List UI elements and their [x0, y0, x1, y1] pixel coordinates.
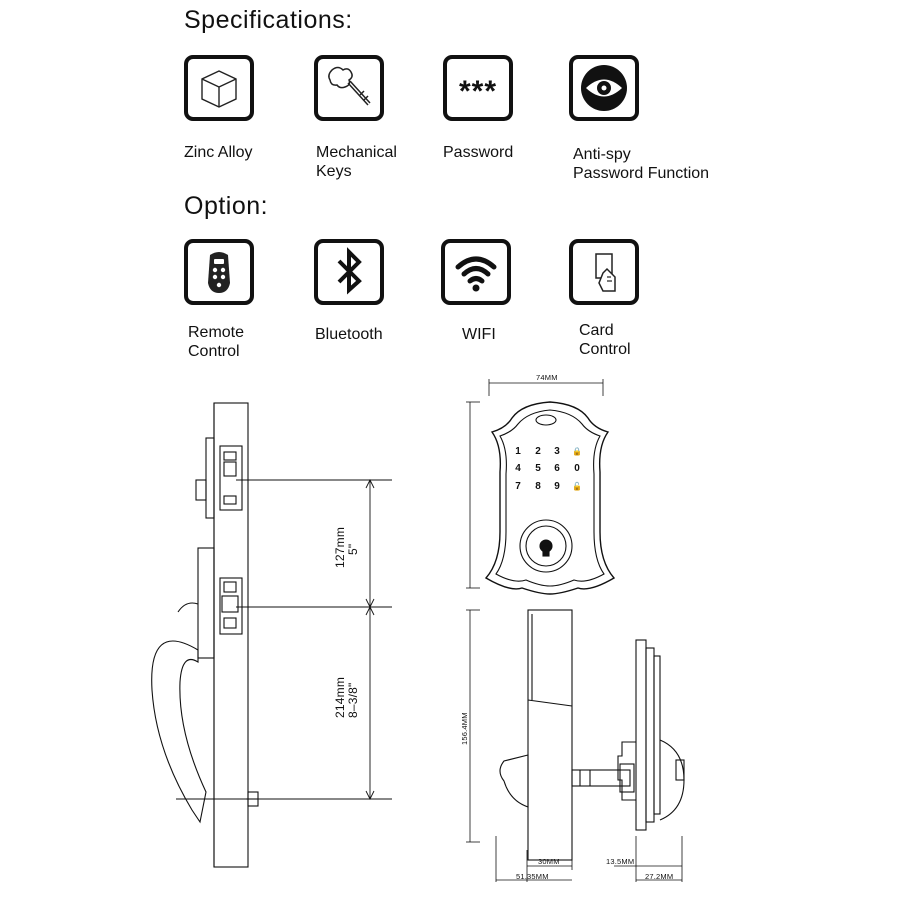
- option-label-bluetooth: Bluetooth: [315, 326, 383, 343]
- keypad-key: 9: [554, 481, 560, 492]
- dim-8-3-8-inch: 8–3/8": [346, 682, 360, 719]
- keypad-key: 3: [554, 446, 560, 457]
- keypad-key: 6: [554, 463, 560, 474]
- spec-label-mechanical-keys: Mechanical Keys: [316, 144, 397, 180]
- remote-icon: [208, 252, 230, 293]
- keypad-key: 5: [535, 463, 541, 474]
- bluetooth-icon: [337, 247, 362, 295]
- dim-30mm: 30MM: [538, 857, 560, 866]
- keypad-key: 4: [515, 463, 521, 474]
- specifications-heading: Specifications:: [184, 6, 353, 34]
- spec-label-password: Password: [443, 144, 514, 161]
- lock-front-view: [484, 401, 616, 595]
- keypad-key: 8: [535, 481, 541, 492]
- option-card-control: [569, 239, 639, 305]
- option-bluetooth: [314, 239, 384, 305]
- dim-127mm: 127mm: [333, 526, 347, 568]
- dim-156-4mm: 156.4MM: [460, 712, 469, 745]
- option-label-wifi: WIFI: [462, 326, 496, 343]
- option-heading: Option:: [184, 192, 269, 220]
- cube-icon: [201, 70, 237, 108]
- spec-mechanical-keys: [314, 55, 384, 121]
- wifi-icon: [455, 256, 497, 292]
- card-icon: [595, 253, 616, 292]
- spec-zinc-alloy: [184, 55, 254, 121]
- spec-anti-spy: [569, 55, 639, 121]
- dim-74mm: 74MM: [536, 373, 558, 382]
- keypad-key: 🔓: [572, 481, 582, 491]
- spec-label-anti-spy: Anti-spy Password Function: [573, 146, 710, 182]
- dim-27-2mm: 27.2MM: [645, 872, 674, 881]
- option-wifi: [441, 239, 511, 305]
- spec-password: ***: [443, 55, 513, 121]
- eye-icon: [581, 65, 627, 111]
- dim-51-35mm: 51.35MM: [516, 872, 549, 881]
- keypad-key: 2: [535, 446, 541, 457]
- spec-label-zinc-alloy: Zinc Alloy: [184, 144, 253, 161]
- key-icon: [328, 66, 371, 106]
- dim-13-5mm: 13.5MM: [606, 857, 635, 866]
- option-label-card-control: Card Control: [579, 322, 631, 358]
- door-side-view: [151, 402, 259, 868]
- keypad-key: 0: [574, 463, 580, 474]
- dim-214mm: 214mm: [333, 676, 347, 718]
- password-icon: ***: [459, 75, 497, 108]
- keypad-key: 1: [515, 446, 521, 457]
- option-remote-control: [184, 239, 254, 305]
- dim-5-inch: 5": [346, 543, 360, 555]
- keypad-key: 7: [515, 481, 521, 492]
- lock-profile-view: [499, 609, 685, 861]
- keypad: 1 2 3 🔒 4 5 6 0 7 8 9 🔓: [515, 446, 582, 492]
- keypad-key: 🔒: [572, 447, 582, 456]
- option-label-remote-control: Remote Control: [188, 324, 245, 360]
